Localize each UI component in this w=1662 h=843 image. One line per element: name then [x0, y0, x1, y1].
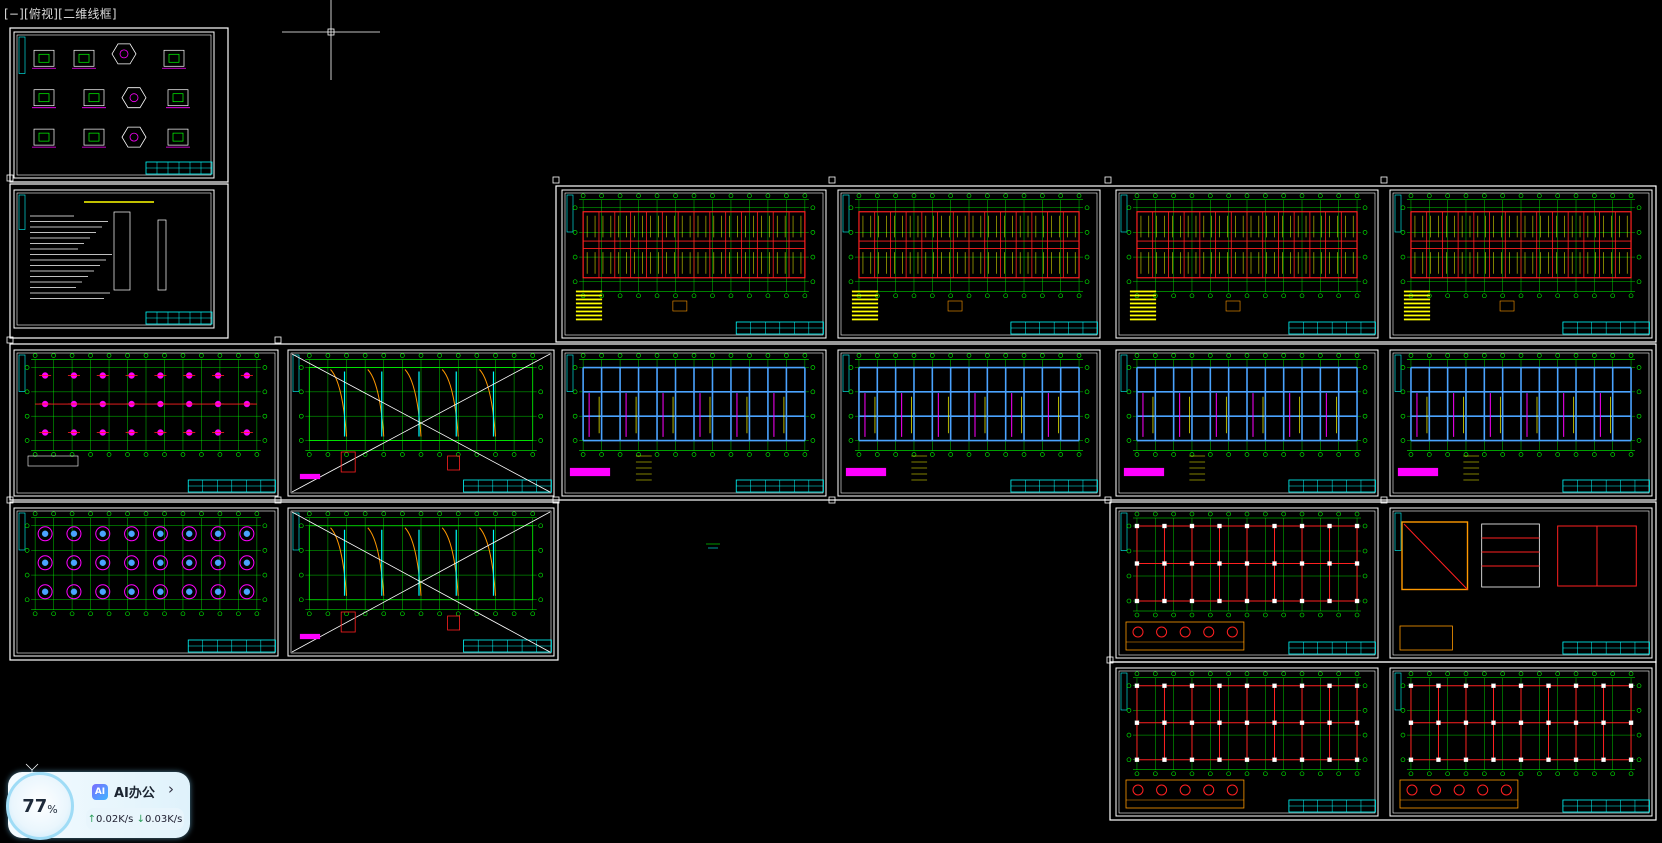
drawing-sheet-14[interactable] — [287, 507, 555, 657]
drawing-sheet-6[interactable] — [1389, 189, 1653, 339]
drawing-sheet-1[interactable] — [13, 31, 215, 179]
drawing-sheet-5[interactable] — [1115, 189, 1379, 339]
drawing-sheet-18[interactable] — [1389, 667, 1653, 817]
stray-block — [706, 543, 720, 549]
upload-speed: ↑0.02K/s — [88, 814, 134, 825]
drawing-sheet-10[interactable] — [837, 349, 1101, 497]
drawing-sheet-13[interactable] — [13, 507, 279, 657]
drawing-sheet-3[interactable] — [561, 189, 827, 339]
ai-office-button[interactable]: AI AI办公 — [92, 782, 155, 801]
upload-arrow-icon: ↑ — [87, 813, 96, 825]
drawing-sheet-17[interactable] — [1115, 667, 1379, 817]
download-arrow-icon: ↓ — [136, 813, 145, 825]
download-speed-value: 0.03K/s — [144, 813, 183, 825]
memory-gauge[interactable]: 77% — [6, 772, 74, 840]
drawing-sheet-12[interactable] — [1389, 349, 1653, 497]
upload-speed-value: 0.02K/s — [95, 813, 134, 825]
drawing-sheet-15[interactable] — [1115, 507, 1379, 659]
network-speed: ↑0.02K/s ↓0.03K/s — [86, 808, 184, 830]
drawing-sheet-7[interactable] — [13, 349, 279, 497]
download-speed: ↓0.03K/s — [137, 814, 183, 825]
drawing-sheet-8[interactable] — [287, 349, 555, 497]
viewport-controls-label[interactable]: [−][俯视][二维线框] — [4, 7, 117, 21]
drawing-sheet-16[interactable] — [1389, 507, 1653, 659]
ai-office-label: AI办公 — [114, 786, 155, 801]
chevron-right-icon[interactable]: › — [168, 780, 174, 798]
drawing-sheet-11[interactable] — [1115, 349, 1379, 497]
crosshair-cursor — [282, 0, 380, 80]
sheet-boundaries — [9, 27, 1657, 821]
gauge-percent-sign: % — [47, 802, 58, 816]
drawing-sheet-4[interactable] — [837, 189, 1101, 339]
drawing-sheet-2[interactable] — [13, 189, 215, 329]
gauge-percent-value: 77 — [22, 795, 48, 817]
sheet-connectors — [6, 174, 1388, 664]
drawing-sheet-9[interactable] — [561, 349, 827, 497]
ai-icon: AI — [92, 783, 108, 800]
